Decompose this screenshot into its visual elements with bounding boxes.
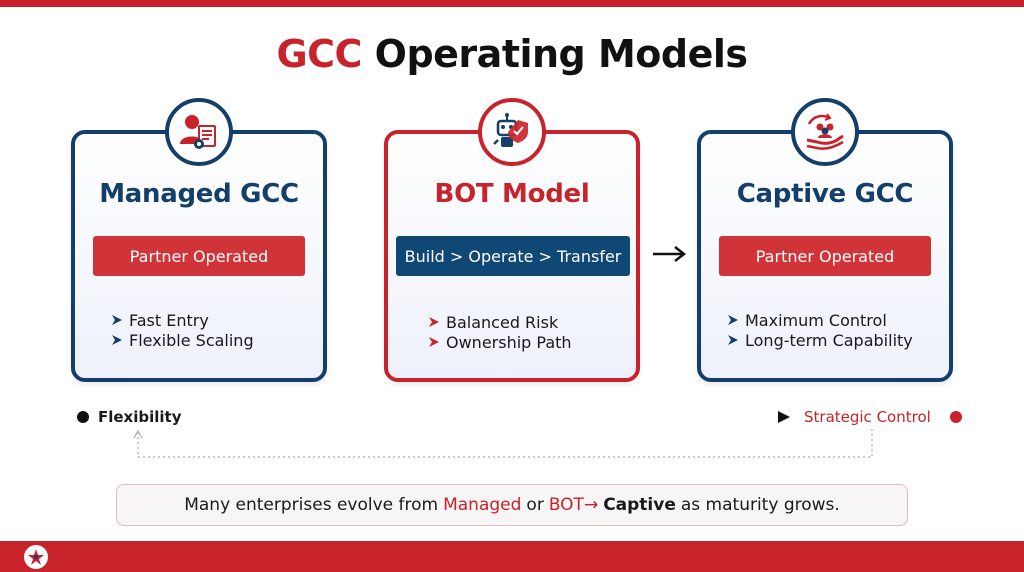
star-logo-icon <box>28 549 44 565</box>
card-title: Captive GCC <box>736 179 914 209</box>
note-text: or <box>526 495 544 515</box>
bullet-text: Maximum Control <box>745 310 887 330</box>
bullet-text: Ownership Path <box>446 332 572 352</box>
chevron-right-icon <box>112 335 122 345</box>
chevron-right-icon <box>429 337 439 347</box>
card-badge <box>165 98 233 166</box>
scale-label-left: Flexibility <box>98 408 182 426</box>
card-tag: Build > Operate > Transfer <box>396 236 630 276</box>
person-document-icon <box>180 115 216 149</box>
hand-team-icon <box>806 113 844 150</box>
bullet-text: Long-term Capability <box>745 330 913 350</box>
card-captive-gcc: Captive GCC Partner Operated Maximum Con… <box>697 98 953 382</box>
chevron-right-icon <box>112 315 122 325</box>
feedback-loop <box>133 429 873 458</box>
robot-shield-icon <box>493 113 528 147</box>
note-text: Many enterprises evolve from <box>184 495 439 515</box>
card-badge <box>791 98 859 166</box>
summary-note: Many enterprises evolve from Managed or … <box>116 484 908 526</box>
bullet-text: Balanced Risk <box>446 312 559 332</box>
top-bar <box>0 0 1024 7</box>
chevron-right-icon <box>728 335 738 345</box>
scale-arrow <box>186 411 790 423</box>
card-title: BOT Model <box>434 179 590 209</box>
card-bot-model: BOT Model Build > Operate > Transfer Bal… <box>384 98 640 382</box>
scale-dot-right <box>950 411 962 423</box>
chevron-right-icon <box>429 317 439 327</box>
card-managed-gcc: Managed GCC Partner Operated Fast Entry … <box>71 98 327 382</box>
card-tag: Partner Operated <box>93 236 305 276</box>
scale-dot-left <box>77 411 89 423</box>
list-item: Long-term Capability <box>727 330 913 350</box>
list-item: Maximum Control <box>727 310 913 330</box>
card-bullets: Fast Entry Flexible Scaling <box>111 310 254 350</box>
bullet-text: Fast Entry <box>129 310 209 330</box>
card-bullets: Maximum Control Long-term Capability <box>727 310 913 350</box>
note-text: as maturity grows. <box>680 495 840 515</box>
scale-label-right: Strategic Control <box>804 408 931 426</box>
card-badge <box>478 98 546 166</box>
bullet-text: Flexible Scaling <box>129 330 254 350</box>
brand-logo <box>24 545 48 569</box>
card-bullets: Balanced Risk Ownership Path <box>428 312 572 352</box>
list-item: Fast Entry <box>111 310 254 330</box>
page-title: GCC Operating Models <box>0 32 1024 76</box>
list-item: Flexible Scaling <box>111 330 254 350</box>
list-item: Ownership Path <box>428 332 572 352</box>
chevron-right-icon <box>728 315 738 325</box>
title-rest: Operating Models <box>374 32 748 76</box>
note-bold: Captive <box>603 495 676 515</box>
note-highlight: BOT→ <box>548 495 599 515</box>
card-title: Managed GCC <box>99 179 299 209</box>
card-tag: Partner Operated <box>719 236 931 276</box>
bottom-bar <box>0 541 1024 572</box>
arrow-right-icon <box>653 246 687 262</box>
list-item: Balanced Risk <box>428 312 572 332</box>
note-highlight: Managed <box>443 495 522 515</box>
title-accent: GCC <box>276 32 362 76</box>
